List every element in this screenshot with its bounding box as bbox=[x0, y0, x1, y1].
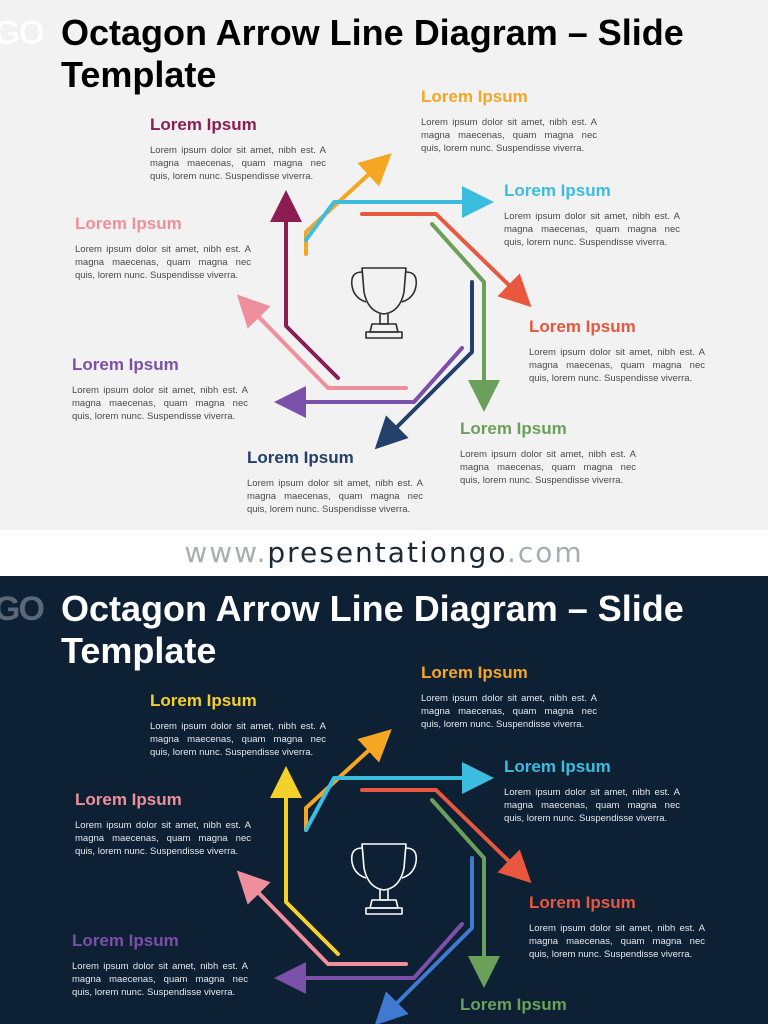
slide-dark-theme: GO Octagon Arrow Line Diagram – Slide Te… bbox=[0, 576, 768, 1024]
slide-title: Octagon Arrow Line Diagram – Slide Templ… bbox=[61, 12, 684, 95]
brand-prefix: www. bbox=[184, 536, 268, 569]
item-green-title: Lorem Ipsum bbox=[460, 419, 567, 438]
item-cyan-body: Lorem ipsum dolor sit amet, nibh est. A … bbox=[504, 211, 680, 248]
brand-url[interactable]: www.presentationgo.com bbox=[0, 530, 768, 576]
arrow-orange-dark bbox=[304, 729, 392, 832]
item-purple-dark: Lorem Ipsum Lorem ipsum dolor sit amet, … bbox=[72, 931, 248, 999]
item-purple-dark-title: Lorem Ipsum bbox=[72, 931, 179, 950]
trophy-icon bbox=[350, 267, 418, 339]
item-purple-dark-body: Lorem ipsum dolor sit amet, nibh est. A … bbox=[72, 961, 248, 998]
arrow-orange bbox=[304, 153, 392, 256]
item-red-title: Lorem Ipsum bbox=[529, 317, 636, 336]
item-cyan: Lorem Ipsum Lorem ipsum dolor sit amet, … bbox=[504, 181, 680, 249]
brand-suffix: .com bbox=[506, 536, 584, 569]
arrow-cyan bbox=[304, 186, 494, 242]
item-navy: Lorem Ipsum Lorem ipsum dolor sit amet, … bbox=[247, 448, 423, 516]
item-pink-dark-title: Lorem Ipsum bbox=[75, 790, 182, 809]
arrow-navy-dark bbox=[374, 856, 474, 1024]
arrow-pink bbox=[236, 294, 408, 390]
item-orange-dark-body: Lorem ipsum dolor sit amet, nibh est. A … bbox=[421, 693, 597, 730]
item-orange: Lorem Ipsum Lorem ipsum dolor sit amet, … bbox=[421, 87, 597, 155]
item-orange-dark-title: Lorem Ipsum bbox=[421, 663, 528, 682]
brand-name: presentationgo bbox=[267, 536, 507, 569]
item-pink: Lorem Ipsum Lorem ipsum dolor sit amet, … bbox=[75, 214, 251, 282]
item-orange-dark: Lorem Ipsum Lorem ipsum dolor sit amet, … bbox=[421, 663, 597, 731]
item-purple-title: Lorem Ipsum bbox=[72, 355, 179, 374]
item-cyan-dark-title: Lorem Ipsum bbox=[504, 757, 611, 776]
item-pink-dark-body: Lorem ipsum dolor sit amet, nibh est. A … bbox=[75, 820, 251, 857]
item-red-dark: Lorem Ipsum Lorem ipsum dolor sit amet, … bbox=[529, 893, 705, 961]
item-pink-title: Lorem Ipsum bbox=[75, 214, 182, 233]
arrow-purple bbox=[274, 346, 464, 418]
item-navy-title: Lorem Ipsum bbox=[247, 448, 354, 467]
arrow-red bbox=[360, 212, 532, 308]
item-purple-body: Lorem ipsum dolor sit amet, nibh est. A … bbox=[72, 385, 248, 422]
item-green: Lorem Ipsum Lorem ipsum dolor sit amet, … bbox=[460, 419, 636, 487]
item-top-left-dark-title: Lorem Ipsum bbox=[150, 691, 257, 710]
item-top-left-title: Lorem Ipsum bbox=[150, 115, 257, 134]
item-green-dark-title: Lorem Ipsum bbox=[460, 995, 567, 1014]
item-cyan-title: Lorem Ipsum bbox=[504, 181, 611, 200]
item-red-dark-body: Lorem ipsum dolor sit amet, nibh est. A … bbox=[529, 923, 705, 960]
slide-light-theme: GO Octagon Arrow Line Diagram – Slide Te… bbox=[0, 0, 768, 530]
item-red-dark-title: Lorem Ipsum bbox=[529, 893, 636, 912]
item-green-dark: Lorem Ipsum bbox=[460, 995, 636, 1024]
arrow-red-dark bbox=[360, 788, 532, 884]
arrow-purple-dark bbox=[274, 922, 464, 994]
item-red-body: Lorem ipsum dolor sit amet, nibh est. A … bbox=[529, 347, 705, 384]
item-pink-body: Lorem ipsum dolor sit amet, nibh est. A … bbox=[75, 244, 251, 281]
arrow-navy bbox=[374, 280, 474, 450]
arrow-green bbox=[430, 222, 500, 412]
item-green-body: Lorem ipsum dolor sit amet, nibh est. A … bbox=[460, 449, 636, 486]
slide-title-dark: Octagon Arrow Line Diagram – Slide Templ… bbox=[61, 588, 684, 671]
item-top-left-body: Lorem ipsum dolor sit amet, nibh est. A … bbox=[150, 145, 326, 182]
item-orange-body: Lorem ipsum dolor sit amet, nibh est. A … bbox=[421, 117, 597, 154]
item-top-left-dark-body: Lorem ipsum dolor sit amet, nibh est. A … bbox=[150, 721, 326, 758]
logo-mark-dark: GO bbox=[0, 590, 45, 628]
arrow-cyan-dark bbox=[304, 762, 494, 832]
octagon-arrow-diagram bbox=[236, 153, 532, 450]
logo-mark: GO bbox=[0, 14, 45, 52]
octagon-arrow-diagram-dark bbox=[236, 729, 532, 1024]
arrow-top-left-dark bbox=[270, 766, 340, 956]
item-pink-dark: Lorem Ipsum Lorem ipsum dolor sit amet, … bbox=[75, 790, 251, 858]
item-navy-body: Lorem ipsum dolor sit amet, nibh est. A … bbox=[247, 478, 423, 515]
item-top-left-dark: Lorem Ipsum Lorem ipsum dolor sit amet, … bbox=[150, 691, 326, 759]
item-orange-title: Lorem Ipsum bbox=[421, 87, 528, 106]
item-cyan-dark-body: Lorem ipsum dolor sit amet, nibh est. A … bbox=[504, 787, 680, 824]
arrow-top-left bbox=[270, 190, 340, 380]
arrow-green-dark bbox=[430, 798, 500, 988]
item-purple: Lorem Ipsum Lorem ipsum dolor sit amet, … bbox=[72, 355, 248, 423]
trophy-icon-dark bbox=[350, 843, 418, 915]
item-top-left: Lorem Ipsum Lorem ipsum dolor sit amet, … bbox=[150, 115, 326, 183]
item-cyan-dark: Lorem Ipsum Lorem ipsum dolor sit amet, … bbox=[504, 757, 680, 825]
arrow-pink-dark bbox=[236, 870, 408, 966]
item-red: Lorem Ipsum Lorem ipsum dolor sit amet, … bbox=[529, 317, 705, 385]
